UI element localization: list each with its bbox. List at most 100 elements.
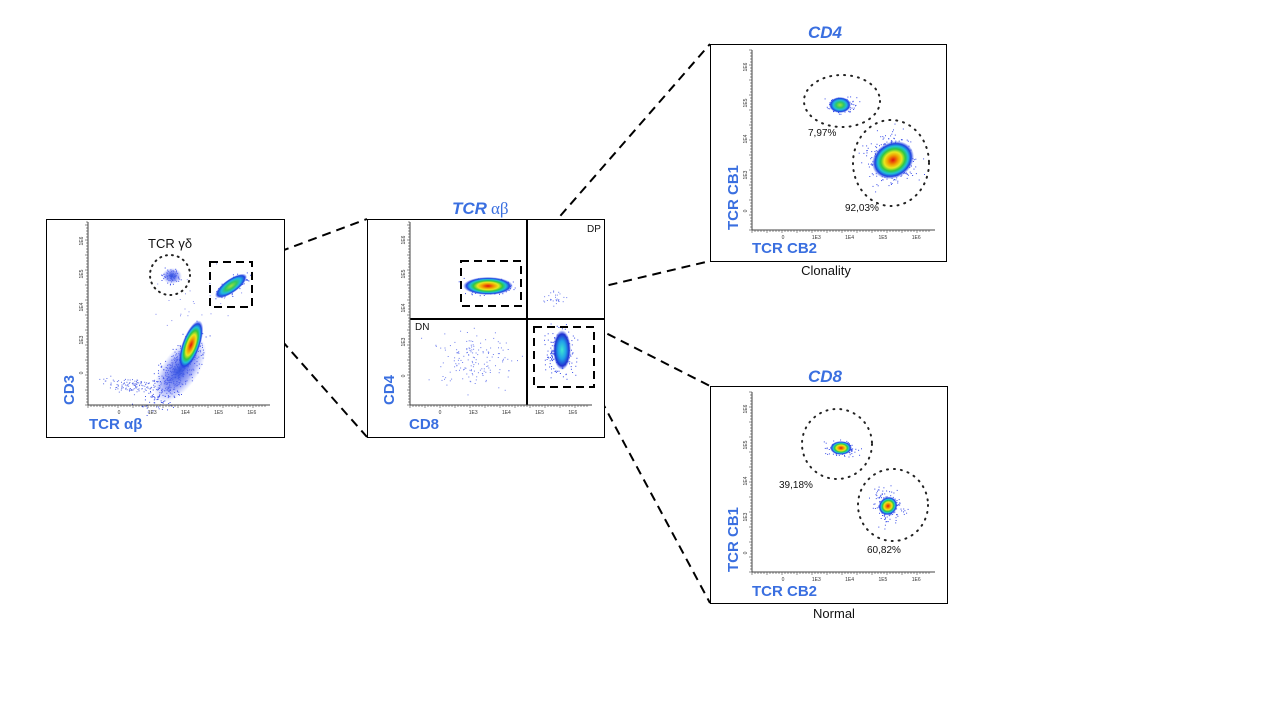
y-tick-label: 1E5 [743, 98, 749, 107]
event-dot [118, 380, 120, 382]
y-tick-label: 0 [401, 374, 407, 377]
event-dot [473, 345, 475, 347]
gate-cb1[interactable] [801, 408, 873, 480]
event-dot [558, 327, 560, 328]
event-dot [153, 399, 155, 401]
event-dot [480, 347, 482, 349]
event-dot [246, 279, 248, 280]
event-dot [479, 369, 481, 371]
event-dot [915, 158, 917, 160]
event-dot [544, 344, 546, 346]
event-dot [470, 344, 472, 346]
event-dot [480, 342, 482, 344]
event-dot [444, 347, 446, 349]
event-dot [571, 344, 573, 346]
gate-cb2[interactable] [857, 468, 929, 542]
gate-tcrgd[interactable] [149, 254, 191, 296]
event-dot [893, 492, 895, 494]
event-dot [866, 152, 868, 154]
gate-cd4[interactable] [460, 260, 522, 307]
event-dot [886, 141, 888, 143]
event-dot [161, 408, 163, 410]
event-dot [466, 348, 468, 349]
gate-tcrab[interactable] [209, 261, 253, 308]
event-dot [180, 313, 182, 315]
event-dot [892, 496, 894, 498]
event-dot [124, 384, 126, 386]
event-dot [558, 291, 560, 293]
event-dot [210, 313, 212, 315]
event-dot [836, 455, 838, 456]
y-tick-label: 1E3 [743, 170, 749, 179]
event-dot [149, 388, 151, 390]
event-dot [544, 359, 546, 361]
event-dot [840, 113, 842, 115]
event-dot [470, 351, 472, 353]
gate-cb2[interactable] [852, 119, 930, 207]
event-dot [559, 373, 561, 374]
event-dot [504, 357, 506, 359]
y-axis-label: TCR CB1 [725, 165, 742, 230]
event-dot [907, 508, 909, 510]
event-dot [172, 283, 174, 285]
event-dot [906, 173, 908, 175]
event-dot [848, 111, 850, 113]
event-dot [551, 349, 553, 351]
event-dot [872, 174, 874, 176]
event-dot [866, 150, 868, 151]
event-dot [126, 389, 128, 391]
event-dot [483, 370, 485, 372]
event-dot [109, 387, 111, 389]
y-tick-label: 1E4 [401, 303, 407, 312]
event-dot [491, 356, 493, 358]
event-dot [231, 294, 233, 296]
event-dot [910, 141, 912, 143]
cluster-cb1 [830, 441, 852, 455]
event-dot [888, 515, 890, 517]
event-dot [849, 454, 851, 456]
event-dot [901, 139, 903, 141]
event-dot [142, 405, 144, 407]
event-dot [486, 361, 488, 363]
event-dot [215, 298, 217, 300]
event-dot [565, 374, 567, 376]
event-dot [143, 391, 145, 393]
event-dot [825, 453, 827, 455]
event-dot [851, 103, 853, 105]
event-dot [562, 301, 564, 303]
event-dot [152, 393, 154, 395]
event-dot [547, 333, 549, 335]
gate-cb1[interactable] [803, 74, 881, 128]
event-dot [550, 353, 551, 355]
event-dot [466, 349, 468, 351]
event-dot [906, 512, 908, 514]
event-dot [517, 360, 518, 362]
event-dot [827, 108, 829, 110]
event-dot [906, 139, 908, 141]
event-dot [151, 386, 153, 388]
quadrant-label-dp: DP [587, 224, 601, 235]
event-dot [468, 376, 470, 378]
event-dot [880, 494, 882, 496]
event-dot [875, 146, 877, 148]
gate-cd8[interactable] [533, 326, 595, 388]
event-dot [483, 368, 485, 370]
event-dot [151, 395, 153, 396]
event-dot [571, 362, 573, 364]
event-dot [882, 179, 884, 181]
event-dot [505, 342, 507, 344]
event-dot [136, 391, 138, 393]
event-dot [547, 350, 549, 352]
event-dot [552, 333, 554, 335]
event-dot [555, 299, 557, 301]
event-dot [185, 293, 186, 295]
event-dot [876, 492, 878, 494]
event-dot [838, 454, 840, 456]
event-dot [563, 296, 565, 298]
event-dot [918, 179, 920, 181]
event-dot [153, 396, 155, 397]
event-dot [562, 376, 564, 378]
event-dot [137, 388, 139, 390]
event-dot [900, 175, 902, 177]
event-dot [512, 281, 514, 283]
